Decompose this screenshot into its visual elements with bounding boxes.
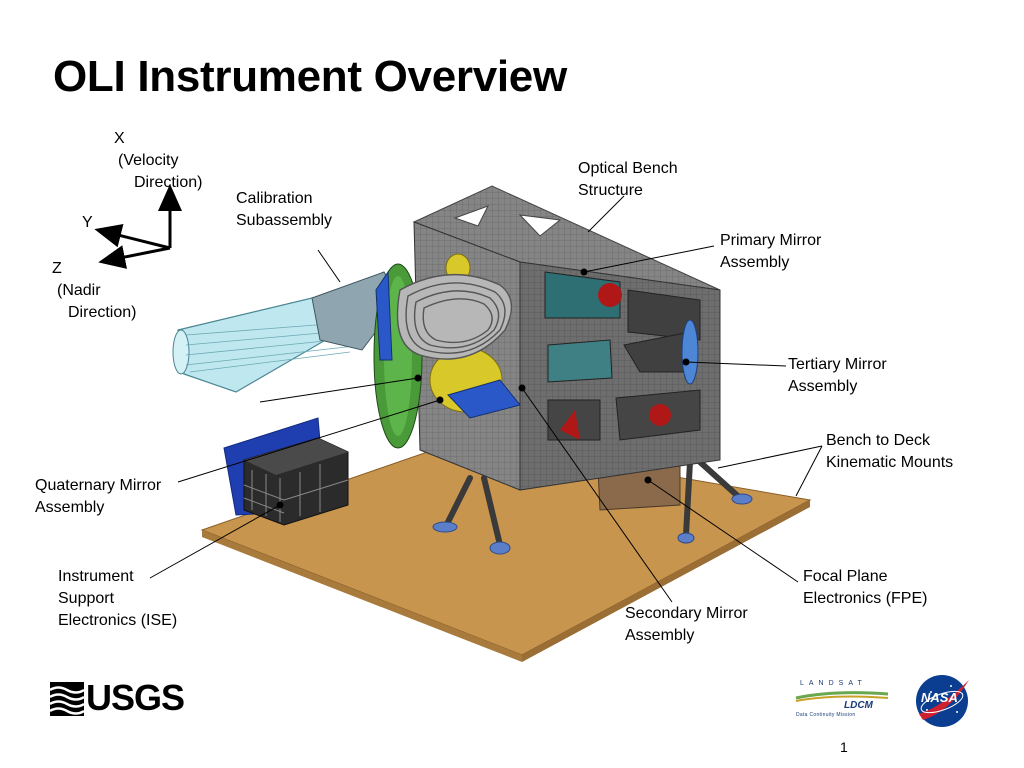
nasa-logo: NASA: [913, 672, 971, 730]
axis-triad: [94, 184, 182, 269]
landsat-text: LANDSAT: [800, 680, 867, 687]
ldcm-subtitle: Data Continuity Mission: [796, 712, 856, 718]
axis-y-label: Y: [82, 214, 93, 231]
axis-x-label: X (Velocity Direction): [114, 130, 203, 191]
page-number: 1: [840, 739, 848, 755]
axis-z-label: Z (Nadir Direction): [52, 260, 137, 321]
nasa-meatball-icon: [916, 675, 969, 727]
leader-lines: [149, 195, 823, 603]
landsat-stripe-icon: [795, 691, 889, 702]
usgs-wave-icon: [50, 682, 84, 716]
slide-title: OLI Instrument Overview: [53, 52, 567, 101]
landsat-ldcm-logo: LANDSAT LDCM Data Continuity Mission: [794, 680, 890, 724]
nasa-text: NASA: [921, 690, 958, 705]
ribbon-baffle: [396, 273, 513, 360]
kinematic-legs: [443, 459, 743, 548]
usgs-logo: USGS: [50, 677, 185, 720]
usgs-text: USGS: [86, 677, 185, 718]
ldcm-text: LDCM: [844, 700, 873, 711]
